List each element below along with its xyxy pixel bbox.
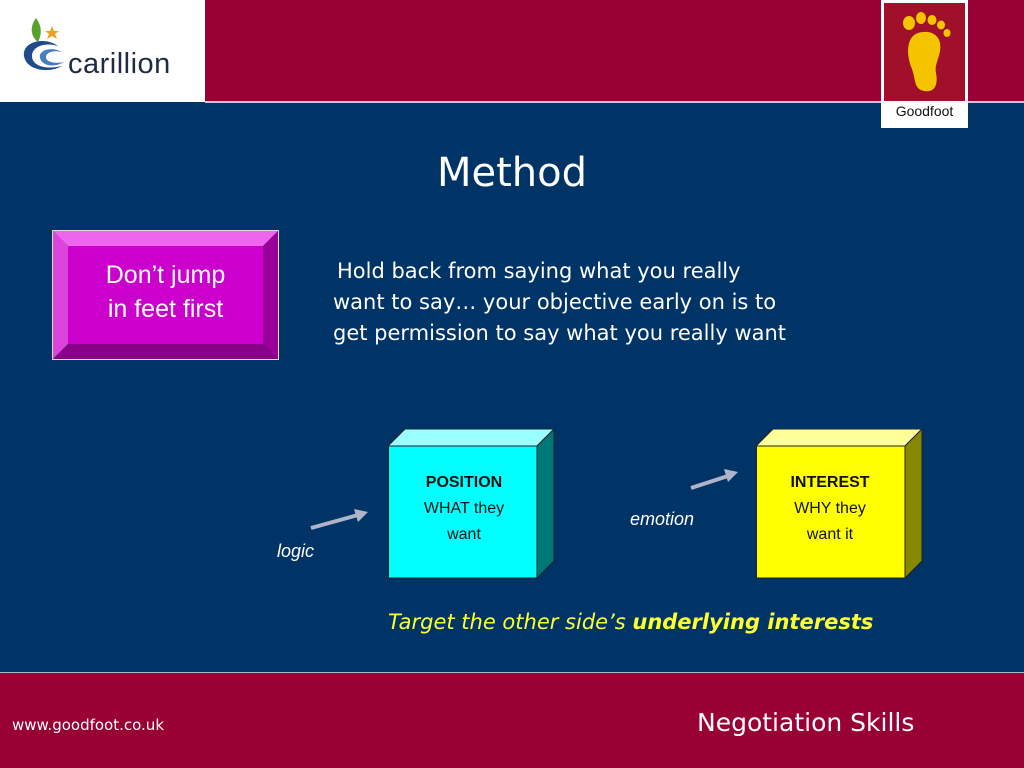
dont-jump-line-2: in feet first: [107, 295, 224, 323]
footer-title: Negotiation Skills: [697, 708, 915, 737]
interest-line-1: WHY they: [794, 500, 866, 517]
description-line-2: want to say… your objective early on is …: [333, 290, 777, 314]
position-heading: POSITION: [425, 474, 503, 491]
carillion-logo-icon: [23, 18, 64, 71]
target-prefix: Target the other side’s: [388, 610, 633, 634]
position-line-1: WHAT they: [423, 500, 505, 517]
emotion-label: emotion: [630, 509, 695, 529]
logic-label: logic: [277, 541, 315, 561]
interest-text: INTEREST WHY they want it: [756, 470, 904, 548]
position-cube: [388, 429, 555, 579]
slide-title: Method: [436, 150, 588, 196]
method-description: Hold back from saying what you really wa…: [333, 256, 913, 349]
logic-arrow-icon: [310, 509, 368, 530]
dont-jump-label: Don’t jump in feet first: [68, 258, 263, 326]
footprint-icon: [903, 12, 951, 92]
header-divider: [205, 101, 1024, 103]
interest-heading: INTEREST: [790, 474, 870, 491]
carillion-wordmark: carillion: [68, 48, 171, 80]
footer-band: [0, 673, 1024, 768]
description-line-3: get permission to say what you really wa…: [333, 321, 787, 345]
target-emphasis: underlying interests: [632, 610, 874, 634]
footer-url[interactable]: www.goodfoot.co.uk: [12, 716, 164, 734]
dont-jump-button[interactable]: [52, 230, 279, 360]
interest-line-2: want it: [806, 526, 854, 543]
position-text: POSITION WHAT they want: [392, 470, 536, 548]
target-statement: Target the other side’s underlying inter…: [388, 610, 1008, 634]
goodfoot-logo-background: [884, 3, 965, 101]
goodfoot-wordmark: Goodfoot: [895, 103, 954, 119]
dont-jump-line-1: Don’t jump: [105, 261, 226, 289]
goodfoot-logo: Goodfoot: [881, 0, 968, 128]
interest-cube: [756, 429, 923, 579]
emotion-arrow-icon: [690, 469, 738, 490]
position-line-2: want: [447, 526, 481, 543]
carillion-logo: carillion: [0, 0, 205, 102]
description-line-1: Hold back from saying what you really: [337, 259, 741, 283]
